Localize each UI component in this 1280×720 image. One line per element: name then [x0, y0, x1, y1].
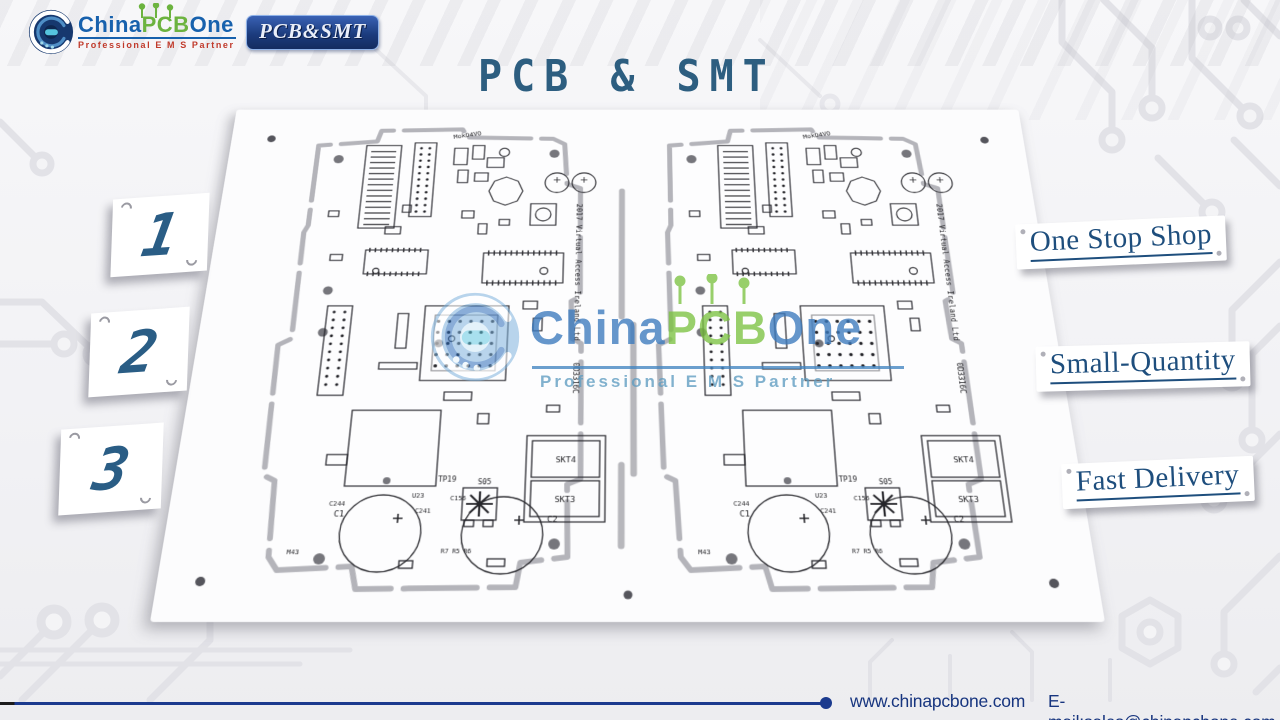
footer-rule-dot	[820, 697, 832, 709]
watermark-brand-china: China	[530, 301, 666, 354]
watermark-tagline: Professional E M S Partner	[540, 372, 836, 391]
corner-curl-icon	[118, 200, 135, 216]
step-card-2: 2	[88, 306, 190, 398]
pcb-smt-badge: PCB&SMT	[246, 14, 380, 50]
corner-curl-icon	[137, 490, 154, 506]
page-title: PCB & SMT	[478, 52, 776, 102]
corner-pin-icon	[1244, 491, 1250, 497]
step-number-3: 3	[87, 433, 135, 505]
step-number-2: 2	[115, 316, 163, 388]
brand-name: ChinaPCBOne	[78, 14, 236, 36]
brand-china: China	[78, 12, 142, 37]
diagonal-stripes-band	[0, 0, 1280, 66]
watermark-brand-one: One	[767, 301, 863, 354]
corner-pin-icon	[1216, 250, 1222, 257]
corner-curl-icon	[66, 430, 83, 446]
corner-pin-icon	[1020, 229, 1026, 235]
footer-website-link[interactable]: www.chinapcbone.com	[850, 691, 1026, 711]
corner-pin-icon	[1066, 468, 1072, 474]
brand-pcb: PCB	[141, 12, 190, 37]
watermark-logo: ChinaPCBOne Professional E M S Partner	[428, 274, 908, 405]
watermark-brand-text: ChinaPCBOne	[530, 300, 862, 355]
watermark-logo-icon	[430, 292, 520, 382]
step-card-1: 1	[110, 192, 210, 278]
watermark-brand-pcb: PCB	[665, 301, 768, 354]
benefit-label: Small-Quantity	[1049, 343, 1237, 385]
brand-tagline: Professional E M S Partner	[78, 40, 235, 50]
benefit-label: Fast Delivery	[1075, 458, 1241, 502]
corner-pin-icon	[1040, 351, 1046, 357]
benefit-card-small-quantity: Small-Quantity	[1035, 341, 1251, 393]
footer-email-link[interactable]: E-mail:sales@chinapcbone.com	[1048, 691, 1276, 720]
watermark-circuit-sprout-icon	[674, 274, 750, 304]
pcb-panel: C1 C2 SKT4 SKT3 TP19 S05 U23 C241 C244 C…	[150, 109, 1105, 622]
corner-curl-icon	[163, 372, 180, 388]
step-number-1: 1	[136, 199, 184, 271]
brand-text-block: ChinaPCBOne Professional E M S Partner	[78, 3, 236, 50]
company-logo-icon	[28, 9, 74, 55]
benefit-card-fast-delivery: Fast Delivery	[1061, 455, 1255, 510]
diagonal-stripes-sheen	[760, 0, 1280, 120]
benefit-card-one-stop-shop: One Stop Shop	[1015, 215, 1228, 270]
corner-pin-icon	[1240, 376, 1246, 382]
corner-curl-icon	[183, 252, 200, 268]
brand-underline	[78, 37, 236, 39]
circuit-sprout-icon	[138, 3, 174, 18]
header-logo: ChinaPCBOne Professional E M S Partner P…	[28, 3, 380, 58]
benefit-label: One Stop Shop	[1029, 218, 1213, 263]
watermark-underline	[532, 366, 904, 369]
step-card-3: 3	[58, 422, 164, 516]
footer-rule	[0, 702, 826, 705]
pcb-panel-graphic: C1 C2 SKT4 SKT3 TP19 S05 U23 C241 C244 C…	[150, 109, 1105, 622]
corner-curl-icon	[96, 314, 113, 330]
brand-one: One	[189, 12, 234, 37]
